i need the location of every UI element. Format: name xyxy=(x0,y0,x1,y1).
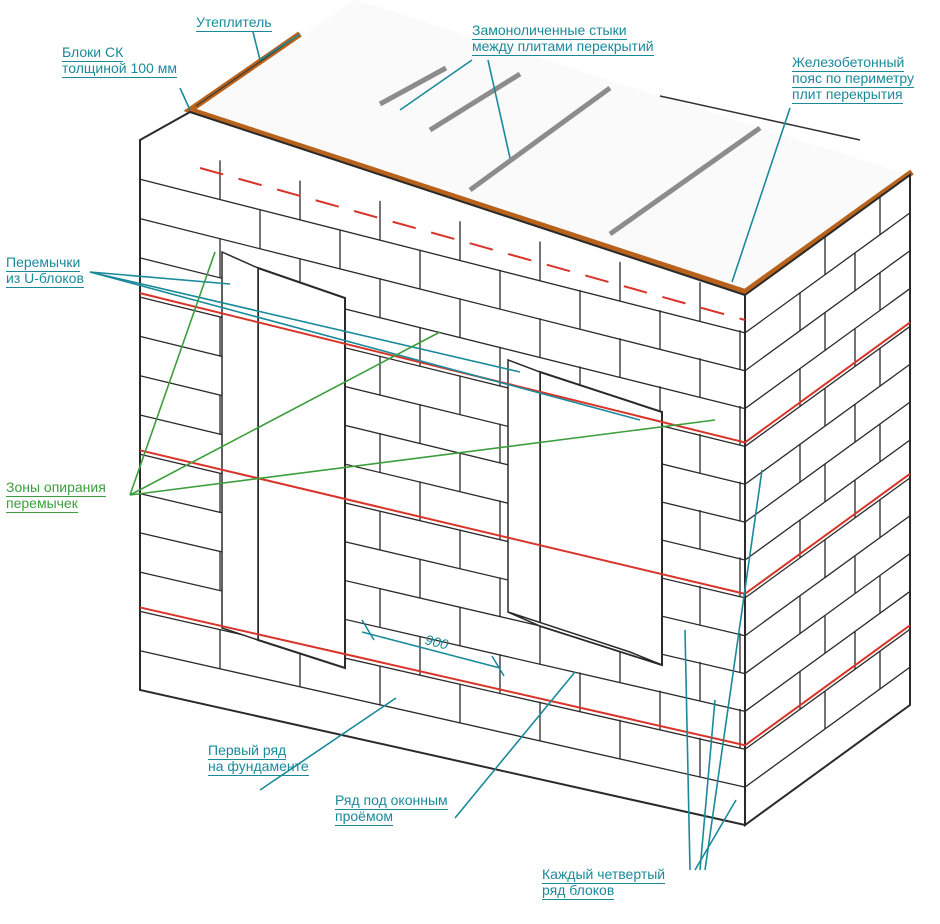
callout-support-3 xyxy=(129,419,716,496)
dimension-tick-right xyxy=(491,655,505,677)
label-insulation-text: Утеплитель xyxy=(196,14,272,32)
label-every-fourth: Каждый четвертый ряд блоков xyxy=(542,866,666,900)
label-joints-text: Замоноличенные стыки между плитами перек… xyxy=(472,22,654,56)
reinforcement-course xyxy=(139,292,746,444)
label-belt-text: Железобетонный пояс по периметру плит пе… xyxy=(792,54,915,104)
dimension-tick-left xyxy=(361,619,375,641)
callout-joints-2 xyxy=(487,59,511,159)
callout-lintel-1 xyxy=(89,271,231,285)
label-first-row-text: Первый ряд на фундаменте xyxy=(208,742,309,776)
slab-far-edge xyxy=(659,95,861,141)
callout-insulation xyxy=(252,31,301,62)
callout-joints-1 xyxy=(399,59,473,111)
slab-joint-1 xyxy=(378,65,448,107)
slab-joint-3 xyxy=(468,85,612,193)
callout-lintel-3 xyxy=(89,271,641,421)
dimension-900 xyxy=(361,619,505,677)
label-support-text: Зоны опирания перемычек xyxy=(6,479,106,513)
side-course-line xyxy=(744,401,911,523)
side-course-line xyxy=(744,363,911,485)
label-support: Зоны опирания перемычек xyxy=(6,479,106,513)
label-joints: Замоноличенные стыки между плитами перек… xyxy=(472,22,654,56)
block-courses-side xyxy=(744,196,911,788)
callout-lines xyxy=(89,31,791,871)
course-line xyxy=(139,650,746,788)
callout-blocks xyxy=(179,87,191,111)
door-reveal xyxy=(221,250,259,642)
reinforcement-course-side xyxy=(744,624,911,747)
slab-joint-2 xyxy=(428,71,522,133)
label-every-fourth-text: Каждый четвертый ряд блоков xyxy=(542,866,666,900)
window-reveal xyxy=(507,358,541,628)
course-line xyxy=(139,217,746,372)
callout-fourth-3 xyxy=(704,469,763,871)
side-course-line xyxy=(744,553,911,675)
label-belt: Железобетонный пояс по периметру плит пе… xyxy=(792,54,915,104)
slab-joint-4 xyxy=(608,125,762,237)
callout-belt xyxy=(731,107,791,283)
side-course-line xyxy=(744,212,911,334)
floor-slab xyxy=(190,0,910,295)
slab-joints xyxy=(378,65,762,237)
callout-fourth-1 xyxy=(684,629,691,871)
side-course-line xyxy=(744,439,911,561)
callout-support-2 xyxy=(129,331,441,496)
label-under-window: Ряд под оконным проёмом xyxy=(335,792,448,826)
callout-support-1 xyxy=(129,251,216,496)
callout-fourth-2 xyxy=(699,699,716,871)
dimension-line xyxy=(361,631,501,669)
reinforcement-course xyxy=(139,449,746,595)
reinforcement-course-side xyxy=(744,473,911,595)
callout-first-row xyxy=(259,697,397,791)
window-sill xyxy=(507,611,663,666)
reinforcement-course-side xyxy=(744,321,911,444)
label-under-window-text: Ряд под оконным проёмом xyxy=(335,792,448,826)
side-course-line xyxy=(744,666,911,788)
side-course-line xyxy=(744,250,911,372)
side-course-line xyxy=(744,477,911,599)
label-lintels-text: Перемычки из U-блоков xyxy=(6,254,84,288)
label-blocks-text: Блоки СК толщиной 100 мм xyxy=(62,44,177,78)
label-first-row: Первый ряд на фундаменте xyxy=(208,742,309,776)
callout-fourth-4 xyxy=(694,799,737,871)
side-course-line xyxy=(744,628,911,750)
label-blocks: Блоки СК толщиной 100 мм xyxy=(62,44,177,78)
course-line xyxy=(139,178,746,334)
label-insulation: Утеплитель xyxy=(196,14,272,32)
side-course-line xyxy=(744,590,911,712)
side-course-line xyxy=(744,515,911,637)
callout-under-window xyxy=(454,671,576,819)
reinforcement-course xyxy=(139,606,746,747)
callout-lintel-2 xyxy=(89,271,521,373)
reinforcement-lines xyxy=(139,167,911,747)
side-course-line xyxy=(744,288,911,410)
label-lintels: Перемычки из U-блоков xyxy=(6,254,84,288)
top-reinforcement xyxy=(199,167,746,321)
window-opening xyxy=(539,370,663,667)
side-course-line xyxy=(744,325,911,447)
support-callouts xyxy=(129,251,716,496)
